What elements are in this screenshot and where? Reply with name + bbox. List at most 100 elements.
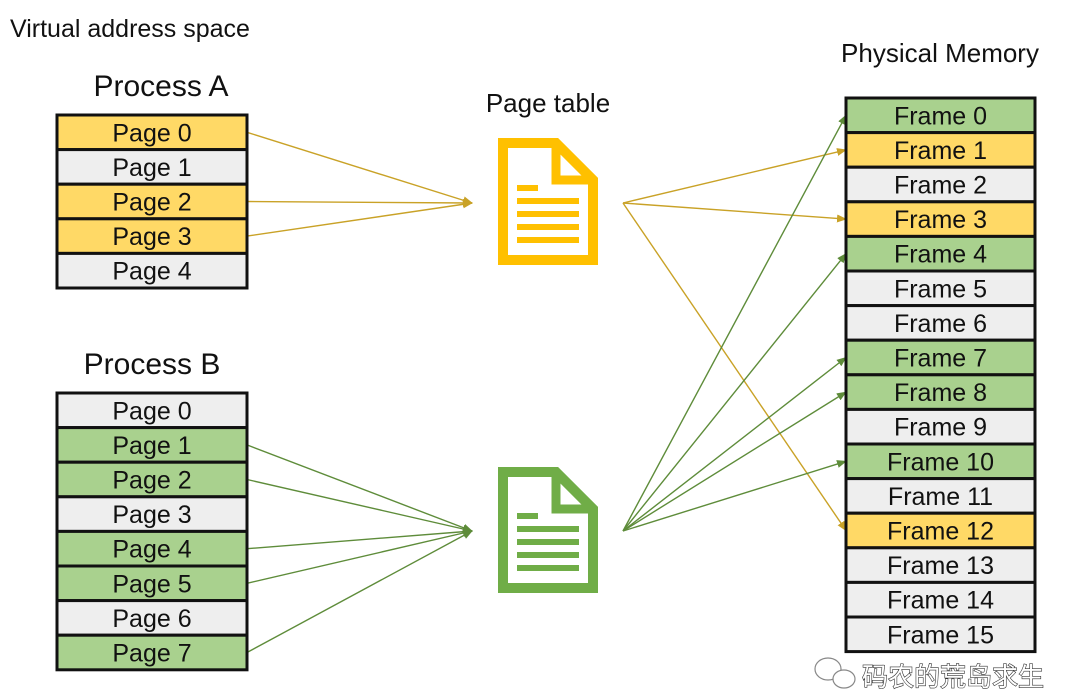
- frame-row: Frame 5: [844, 269, 1037, 308]
- frame-row: Frame 3: [844, 200, 1037, 238]
- frame-cell: [844, 373, 1037, 411]
- page-table-a-document-icon: [498, 138, 598, 265]
- frame-cell: [844, 477, 1037, 515]
- mapping-arrows: [246, 114, 847, 654]
- frame-label: Frame 8: [894, 379, 987, 407]
- frame-label: Frame 10: [887, 448, 994, 476]
- process-a-page-row: Page 3: [55, 217, 249, 255]
- frame-row: Frame 12: [844, 511, 1037, 550]
- process-b-page-row: Page 4: [55, 529, 249, 568]
- wechat-icon: [814, 657, 856, 689]
- process-b-page-cell: [55, 426, 249, 464]
- frame-label: Frame 1: [894, 137, 987, 165]
- process-a-title: Process A: [93, 70, 228, 103]
- mapping-arrow: [622, 114, 847, 532]
- process-a-page-table: Page 0 Page 1 Page 2 Page 3 Page 4: [55, 113, 249, 290]
- frame-label: Frame 5: [894, 275, 987, 303]
- process-a-page-label: Page 2: [112, 189, 191, 217]
- process-a-page-label: Page 0: [112, 119, 191, 147]
- frame-row: Frame 7: [844, 338, 1037, 377]
- frame-row: Frame 2: [844, 165, 1037, 204]
- process-b-page-cell: [55, 391, 249, 430]
- mapping-arrow: [622, 460, 847, 532]
- process-a-page-row: Page 4: [55, 251, 249, 290]
- mapping-arrow: [246, 527, 473, 550]
- frame-row: Frame 10: [844, 442, 1037, 481]
- frame-row: Frame 6: [844, 304, 1037, 342]
- frame-cell: [844, 304, 1037, 342]
- frame-label: Frame 6: [894, 310, 987, 338]
- process-b-page-label: Page 2: [112, 467, 191, 495]
- page-table-label: Page table: [486, 88, 610, 118]
- mapping-arrow: [622, 391, 847, 532]
- process-a-page-cell: [55, 113, 249, 152]
- process-a-page-cell: [55, 182, 249, 221]
- mapping-arrow: [246, 478, 473, 533]
- frame-row: Frame 9: [844, 407, 1037, 446]
- frame-cell: [844, 200, 1037, 238]
- process-a-page-label: Page 1: [112, 154, 191, 182]
- frame-label: Frame 11: [888, 483, 993, 511]
- process-b-page-cell: [55, 633, 249, 672]
- process-b-page-row: Page 0: [55, 391, 249, 430]
- process-b-page-row: Page 7: [55, 633, 249, 672]
- process-a-page-cell: [55, 251, 249, 290]
- process-b-page-table: Page 0 Page 1 Page 2 Page 3 Page 4 Page 5 Page…: [55, 391, 249, 672]
- physical-frames: Frame 0 Frame 1 Frame 2 Frame 3 Frame 4 Frame…: [844, 96, 1037, 654]
- process-a-page-row: Page 2: [55, 182, 249, 221]
- process-b-page-label: Page 0: [112, 397, 191, 425]
- frame-label: Frame 15: [887, 621, 994, 649]
- frame-label: Frame 9: [894, 414, 987, 442]
- process-a-page-row: Page 1: [55, 148, 249, 186]
- mapping-arrow: [246, 529, 473, 584]
- process-b-page-row: Page 3: [55, 495, 249, 533]
- frame-label: Frame 0: [894, 102, 987, 130]
- frame-cell: [844, 234, 1037, 273]
- mapping-arrow: [622, 148, 847, 204]
- process-b-page-label: Page 7: [112, 640, 191, 668]
- frame-label: Frame 13: [887, 552, 994, 580]
- process-b-page-row: Page 6: [55, 599, 249, 637]
- process-a-page-row: Page 0: [55, 113, 249, 152]
- process-b-page-label: Page 6: [112, 605, 191, 633]
- frame-label: Frame 3: [894, 206, 987, 234]
- process-b-page-row: Page 5: [55, 564, 249, 603]
- mapping-arrow: [246, 444, 473, 532]
- mapping-arrow: [622, 202, 847, 223]
- watermark-text: 码农的荒岛求生: [862, 663, 1044, 693]
- process-b-title: Process B: [84, 348, 221, 381]
- frame-cell: [844, 131, 1037, 169]
- frame-row: Frame 4: [844, 234, 1037, 273]
- frame-cell: [844, 615, 1037, 654]
- frame-cell: [844, 338, 1037, 377]
- mapping-arrow: [622, 356, 847, 532]
- frame-label: Frame 7: [894, 345, 987, 373]
- frame-row: Frame 15: [844, 615, 1037, 654]
- frame-cell: [844, 546, 1037, 584]
- process-a-page-cell: [55, 148, 249, 186]
- mapping-arrow: [246, 530, 473, 654]
- frame-label: Frame 14: [887, 587, 994, 615]
- mapping-arrow: [622, 202, 847, 532]
- process-b-page-label: Page 1: [112, 432, 191, 460]
- mapping-arrow: [246, 200, 473, 237]
- frame-cell: [844, 96, 1037, 135]
- frame-row: Frame 13: [844, 546, 1037, 584]
- frame-label: Frame 2: [894, 172, 987, 200]
- mapping-arrow: [622, 252, 847, 532]
- frame-label: Frame 4: [894, 241, 987, 269]
- frame-row: Frame 1: [844, 131, 1037, 169]
- process-a-page-label: Page 3: [112, 223, 191, 251]
- frame-cell: [844, 442, 1037, 481]
- process-a-page-label: Page 4: [112, 258, 191, 286]
- virtual-address-space-label: Virtual address space: [10, 15, 250, 43]
- frame-row: Frame 0: [844, 96, 1037, 135]
- process-b-page-label: Page 4: [112, 536, 191, 564]
- mapping-arrow: [246, 131, 473, 205]
- process-b-page-label: Page 5: [112, 570, 191, 598]
- frame-cell: [844, 511, 1037, 550]
- process-b-page-label: Page 3: [112, 501, 191, 529]
- process-b-page-row: Page 1: [55, 426, 249, 464]
- mapping-arrow: [246, 198, 473, 207]
